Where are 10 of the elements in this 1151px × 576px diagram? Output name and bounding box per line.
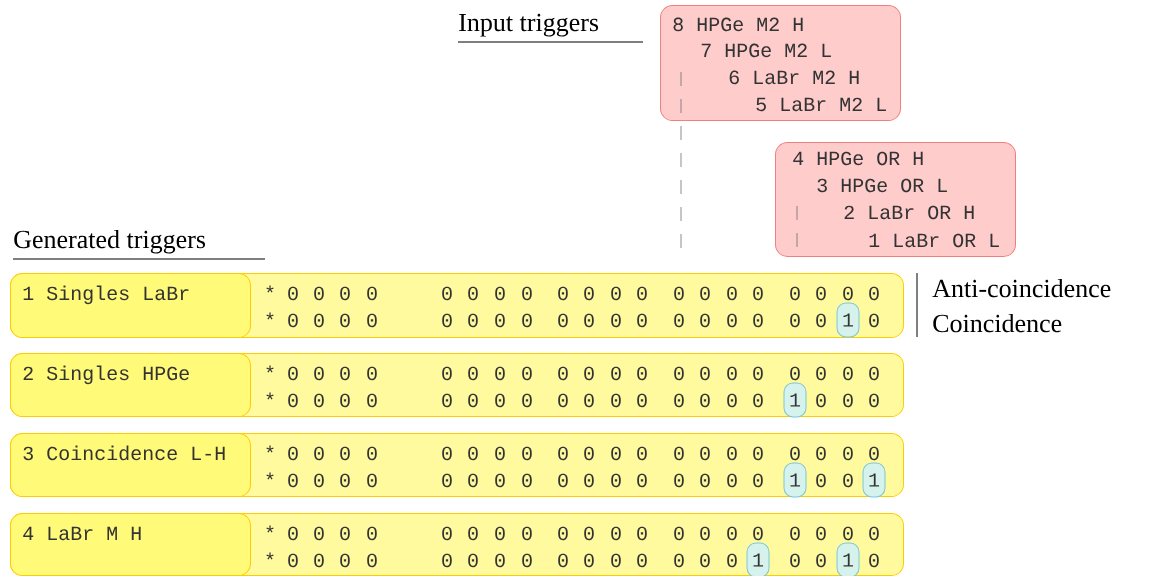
mode-label: Anti-coincidence <box>932 278 1111 298</box>
trigger-name-box: 4 LaBr M H <box>10 513 251 576</box>
section-heading: Generated triggers <box>12 229 266 260</box>
trigger-name-box: 1 Singles LaBr <box>10 273 251 338</box>
trigger-name-box: 3 Coincidence L-H <box>10 433 251 497</box>
trigger-name-box: 2 Singles HPGe <box>10 353 251 417</box>
section-heading: Input triggers <box>457 13 644 43</box>
trigger-box: 4 HPGe OR H 3 HPGe OR L 2 LaBr OR H 1 LaBr OR L <box>775 142 1016 257</box>
mode-label: Coincidence <box>933 313 1062 333</box>
trigger-box: 8 HPGe M2 H 7 HPGe M2 L 6 LaBr M2 H 5 LaBr M2 L <box>660 5 901 121</box>
